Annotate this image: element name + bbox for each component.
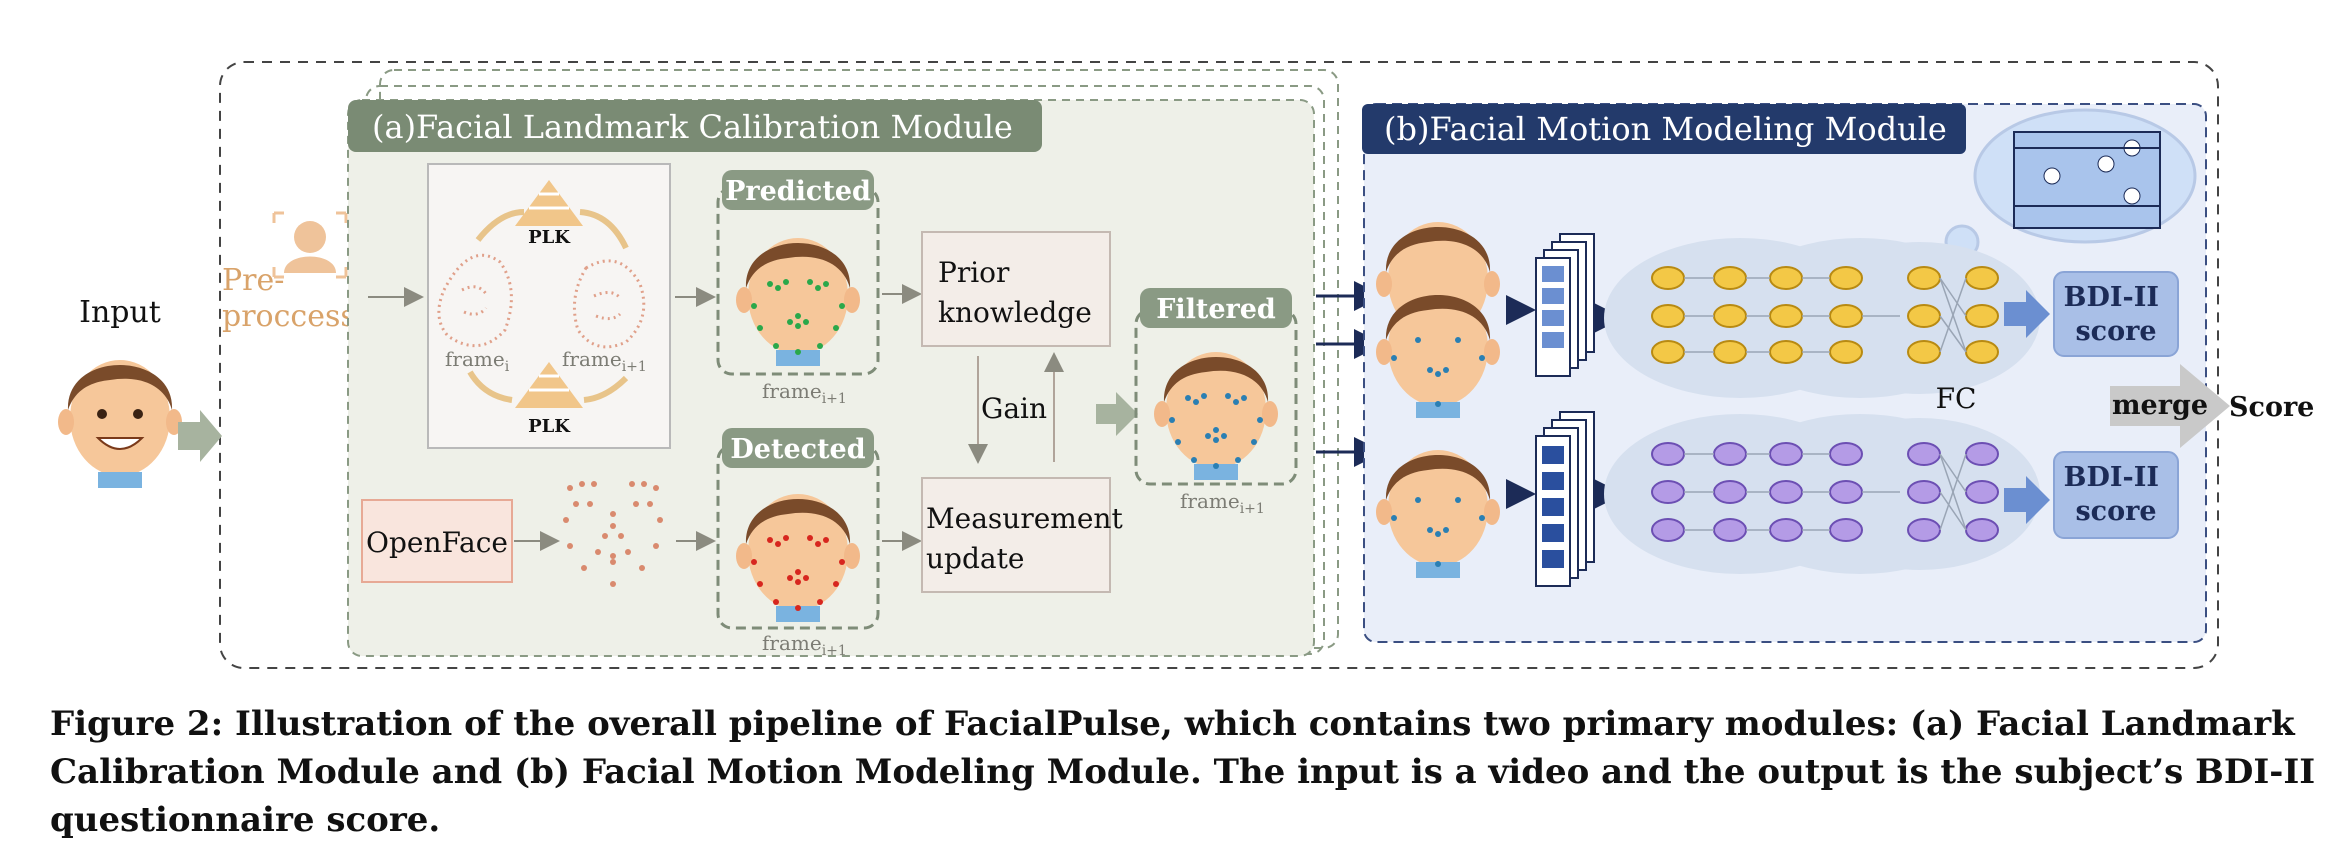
landmark-face-openface <box>563 481 663 587</box>
landmark-face-i <box>437 253 513 348</box>
detected-header <box>722 428 874 468</box>
pyramid-icon-bottom <box>515 362 583 408</box>
bdi-score-box-top <box>2053 271 2179 357</box>
pipeline-diagram: Input Pre- proccess (a)Facial Landmark C… <box>58 61 2314 669</box>
predicted-label: Predicted <box>725 176 871 207</box>
filtered-frame-label: framei+1 <box>1180 489 1265 517</box>
openface-box <box>361 499 513 583</box>
measurement-update-label: Measurement update <box>926 502 1132 575</box>
frame-i-label: framei <box>445 347 510 375</box>
gain-label: Gain <box>981 392 1047 425</box>
motion-face-icon-2 <box>1376 290 1500 418</box>
plk-bottom-label: PLK <box>528 416 571 437</box>
motion-face-icon-3 <box>1376 450 1500 578</box>
detected-label: Detected <box>730 434 865 465</box>
fc-label: FC <box>1936 382 1977 415</box>
predicted-header <box>722 170 874 210</box>
merge-arrow <box>2110 364 2230 448</box>
module-b-header <box>1362 104 1966 154</box>
figure-caption: Figure 2: Illustration of the overall pi… <box>50 704 2316 840</box>
to-bdi-arrow-bottom <box>2004 476 2050 524</box>
to-filtered-arrow <box>1096 392 1138 436</box>
bdi-score-box-bottom <box>2053 451 2179 539</box>
predicted-frame-label: framei+1 <box>762 379 847 407</box>
prior-knowledge-label: Prior knowledge <box>938 256 1092 329</box>
plk-top-label: PLK <box>528 227 571 248</box>
feature-stack-top <box>1535 233 1595 377</box>
score-label: Score <box>2229 392 2314 423</box>
lstm-network-bottom <box>1604 414 2040 574</box>
detected-face-icon <box>736 494 860 622</box>
detected-frame-label: framei+1 <box>762 631 847 659</box>
lstm-network-top <box>1604 238 2040 398</box>
to-bdi-arrow-top <box>2004 290 2050 338</box>
cycle-arrow-3 <box>583 375 629 403</box>
merge-label: merge <box>2112 390 2208 421</box>
filtered-header <box>1140 288 1292 328</box>
openface-label: OpenFace <box>366 526 508 559</box>
input-arrow <box>178 410 222 462</box>
preprocess-icon <box>272 211 348 279</box>
feature-stack-bottom <box>1535 411 1595 587</box>
module-b-title: (b)Facial Motion Modeling Module <box>1384 110 1947 148</box>
cycle-arrow-1 <box>475 209 525 242</box>
measurement-update-box <box>921 477 1111 593</box>
frame-i1-label: framei+1 <box>562 347 647 375</box>
prior-knowledge-box <box>921 231 1111 347</box>
module-a-header <box>348 100 1042 152</box>
landmark-face-i1 <box>572 259 646 349</box>
cycle-arrow-2 <box>579 209 629 250</box>
cycle-arrow-4 <box>467 370 513 403</box>
bdi-score-label-bottom: BDI-II score <box>2064 462 2169 527</box>
bdi-score-label-top: BDI-II score <box>2064 282 2169 347</box>
pyramid-icon-top <box>515 180 583 226</box>
outer-frame <box>219 61 2219 669</box>
input-label: Input <box>79 295 161 330</box>
input-face-icon <box>58 360 182 488</box>
predicted-face-icon <box>736 238 860 366</box>
module-a-title: (a)Facial Landmark Calibration Module <box>372 108 1013 146</box>
preprocess-label: Pre- proccess <box>222 263 356 334</box>
filtered-label: Filtered <box>1156 294 1276 325</box>
filtered-face-icon <box>1154 352 1278 480</box>
